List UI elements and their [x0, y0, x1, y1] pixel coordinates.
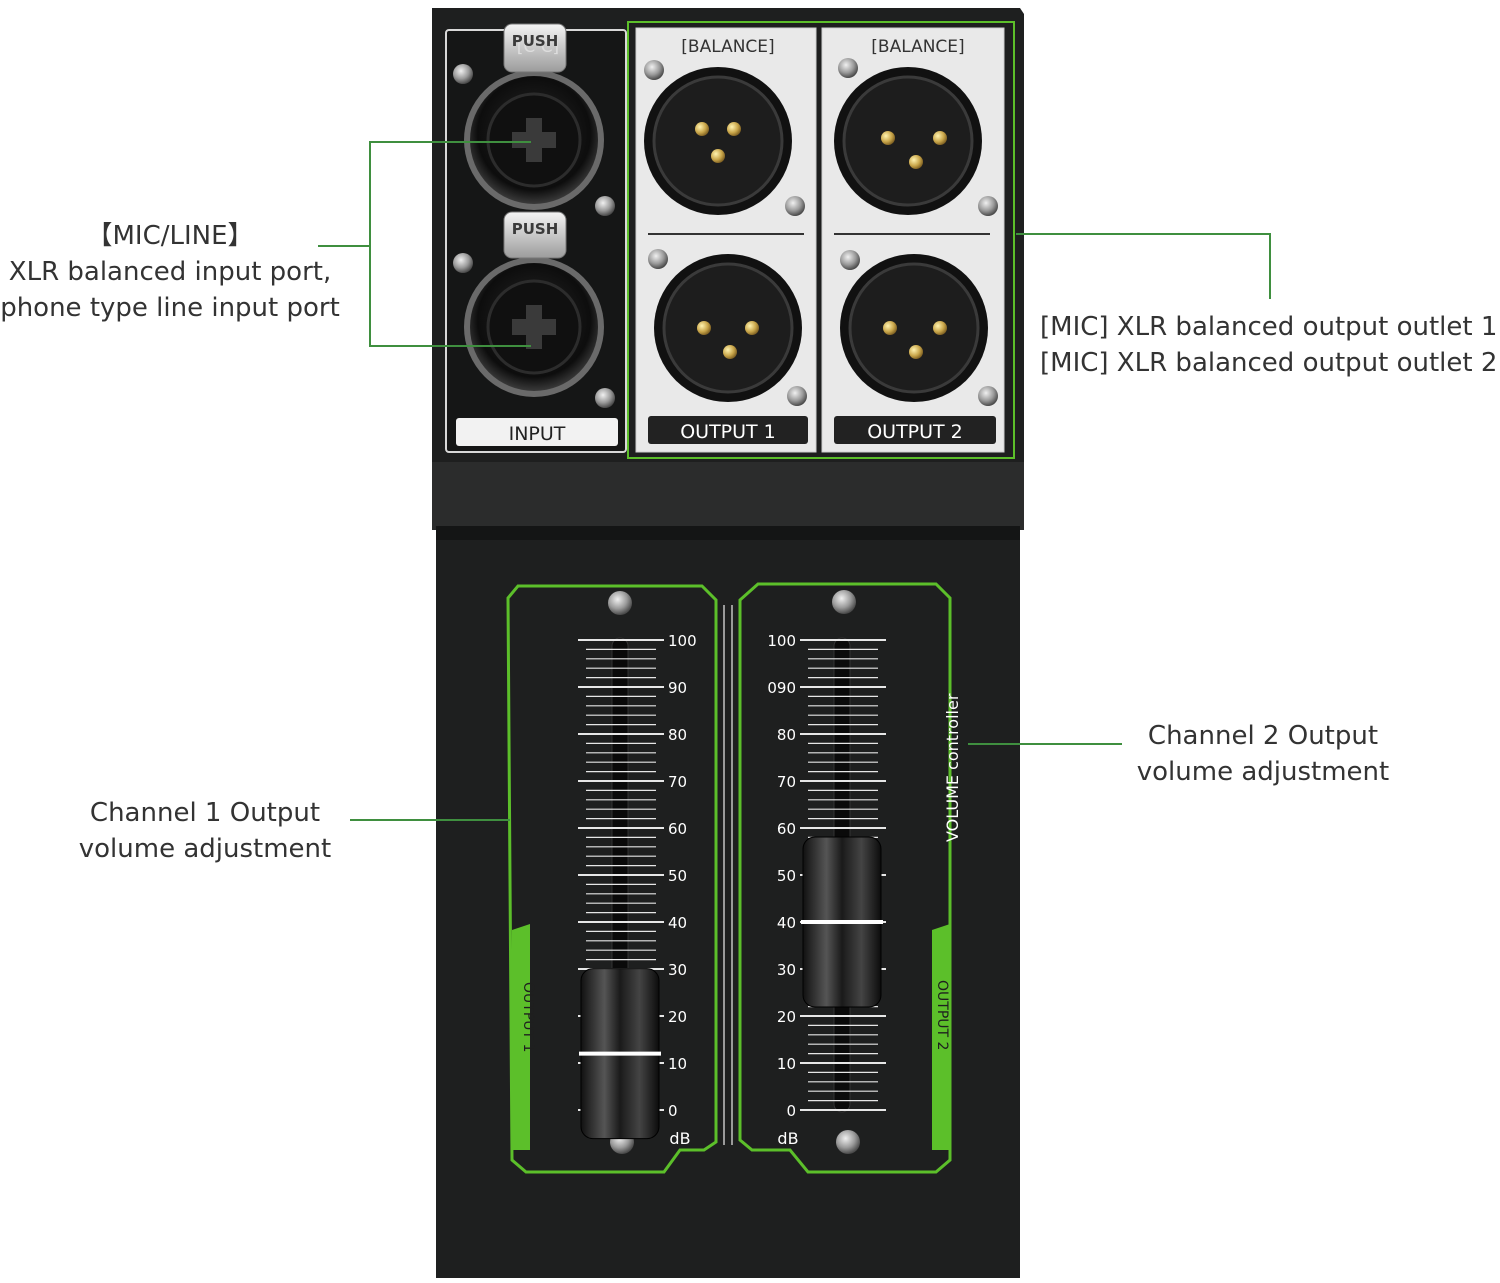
leader-input-bottom [369, 345, 531, 347]
leader-input-top [369, 141, 531, 143]
volume-controller-label: VOLUME controller [943, 693, 962, 842]
scale-label: 40 [668, 914, 687, 932]
xlr-output-1b[interactable] [654, 254, 802, 402]
fader-frame-1 [506, 584, 718, 1174]
callout-channel2-line-2: volume adjustment [1136, 757, 1390, 787]
scale-label: 0 [668, 1102, 678, 1120]
panel-screws [453, 58, 998, 408]
scale-label: 100 [668, 632, 697, 650]
xlr-output-2b[interactable] [840, 254, 988, 402]
push-tab-top[interactable] [503, 23, 567, 73]
fader1-unit-label: dB [669, 1129, 690, 1148]
scale-label: 20 [777, 1008, 796, 1026]
input-label-bar [456, 418, 618, 446]
fader-knob-2[interactable] [801, 836, 883, 1008]
output2-label-bar [834, 416, 996, 444]
scale-label: 30 [777, 961, 796, 979]
scale-label: 70 [777, 773, 796, 791]
leader-input-v [369, 141, 371, 346]
callout-input-line-1: 【MIC/LINE】 [86, 221, 254, 251]
scale-label: 50 [777, 867, 796, 885]
input-header-label: [C C] [517, 37, 559, 57]
callout-input: 【MIC/LINE】 XLR balanced input port, phon… [0, 218, 340, 326]
leader-input-h [318, 245, 370, 247]
fader2-unit-label: dB [777, 1129, 798, 1148]
scale-label: 10 [777, 1055, 796, 1073]
callout-channel1: Channel 1 Output volume adjustment [60, 795, 350, 867]
combo-jack-bottom[interactable] [464, 257, 604, 397]
combo-jack-top[interactable] [464, 70, 604, 210]
scale-label: 20 [668, 1008, 687, 1026]
callout-channel2: Channel 2 Output volume adjustment [1118, 718, 1408, 790]
fader-frame-2 [738, 582, 952, 1174]
leader-channel2 [968, 743, 1122, 745]
output1-header-label: [BALANCE] [681, 37, 774, 57]
fader1-side-label: OUTPUT 1 [520, 982, 536, 1052]
output1-footer-label: OUTPUT 1 [680, 421, 776, 443]
fader-knob-1[interactable] [579, 968, 661, 1140]
scale-label: 30 [668, 961, 687, 979]
scale-label: 80 [777, 726, 796, 744]
input-footer-label: INPUT [509, 423, 566, 445]
scale-label: 090 [767, 679, 796, 697]
output1-label-bar [648, 416, 808, 444]
leader-channel1 [350, 819, 510, 821]
callout-channel1-line-2: volume adjustment [78, 834, 332, 864]
callout-channel1-line-1: Channel 1 Output [89, 798, 321, 828]
scale-label: 100 [767, 632, 796, 650]
xlr-output-2a[interactable] [834, 67, 982, 215]
xlr-output-1a[interactable] [644, 67, 792, 215]
scale-label: 60 [777, 820, 796, 838]
callout-input-line-2: XLR balanced input port, [8, 257, 332, 287]
output2-footer-label: OUTPUT 2 [867, 421, 963, 443]
callout-outputs-line-2: [MIC] XLR balanced output outlet 2 [1040, 348, 1498, 378]
scale-label: 50 [668, 867, 687, 885]
push-tab-bottom[interactable] [503, 211, 567, 259]
leader-output-v [1269, 233, 1271, 299]
scale-label: 70 [668, 773, 687, 791]
scale-label: 60 [668, 820, 687, 838]
callout-outputs: [MIC] XLR balanced output outlet 1 [MIC]… [1040, 309, 1500, 381]
output2-header-label: [BALANCE] [871, 37, 964, 57]
scale-label: 0 [786, 1102, 796, 1120]
scale-label: 80 [668, 726, 687, 744]
scale-label: 10 [668, 1055, 687, 1073]
push-tab-label-top: PUSH [512, 32, 559, 50]
scale-label: 40 [777, 914, 796, 932]
push-tab-label-bottom: PUSH [512, 220, 559, 238]
callout-input-line-3: phone type line input port [0, 293, 340, 323]
callout-channel2-line-1: Channel 2 Output [1147, 721, 1379, 751]
fader2-side-label: OUTPUT 2 [934, 980, 950, 1050]
callout-outputs-line-1: [MIC] XLR balanced output outlet 1 [1040, 312, 1498, 342]
scale-label: 90 [668, 679, 687, 697]
leader-output-h [1016, 233, 1271, 235]
